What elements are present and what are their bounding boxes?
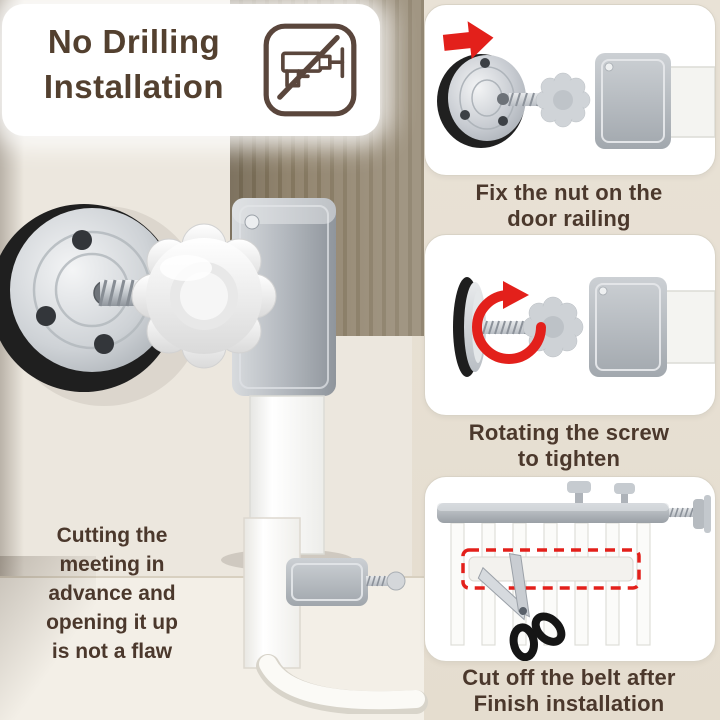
gate-top-bar: [437, 481, 711, 533]
screw-small: [508, 92, 545, 107]
badge-title-line1: No Drilling: [47, 23, 221, 60]
screw-small: [482, 320, 533, 335]
step-3-panel: [424, 476, 716, 662]
belt-strap: [468, 556, 634, 582]
cut-here-dashed-box: [461, 548, 641, 590]
scissors-icon: [477, 553, 566, 661]
tension-knob: [131, 223, 277, 369]
step-2-panel: [424, 234, 716, 416]
step-2-caption: Rotating the screw to tighten: [468, 420, 670, 471]
bracket-small: [595, 53, 671, 149]
wall-cup-disc: [0, 204, 178, 392]
rotate-clockwise-icon: [472, 281, 546, 364]
nut-disc: [437, 54, 526, 148]
step-1-caption: Fix the nut on the door railing: [475, 180, 663, 231]
bottom-rail-tube: [256, 654, 428, 714]
bracket-arm: [286, 558, 406, 606]
note-text: Cutting the meeting in advance and openi…: [46, 524, 178, 663]
arrow-right-icon: [442, 21, 494, 60]
knob-small: [535, 72, 591, 128]
gate-bracket: [232, 198, 336, 396]
step-3-illustration: [437, 481, 711, 661]
no-drilling-badge: No Drilling Installation: [10, 20, 258, 109]
no-drill-icon: [263, 23, 357, 117]
pre-cut-opening-illustration: [243, 517, 428, 714]
wall-cup-screw-knob-illustration: [0, 198, 353, 571]
bracket-small: [589, 277, 667, 377]
corner-shadow: [0, 556, 96, 720]
step-3-caption: Cut off the belt after Finish installati…: [462, 665, 676, 716]
step-2-illustration: [453, 277, 715, 377]
step-1-illustration: [437, 21, 715, 149]
gate-bars: [450, 522, 651, 646]
step-1-panel: [424, 4, 716, 176]
badge-title-line2: Installation: [43, 67, 225, 105]
